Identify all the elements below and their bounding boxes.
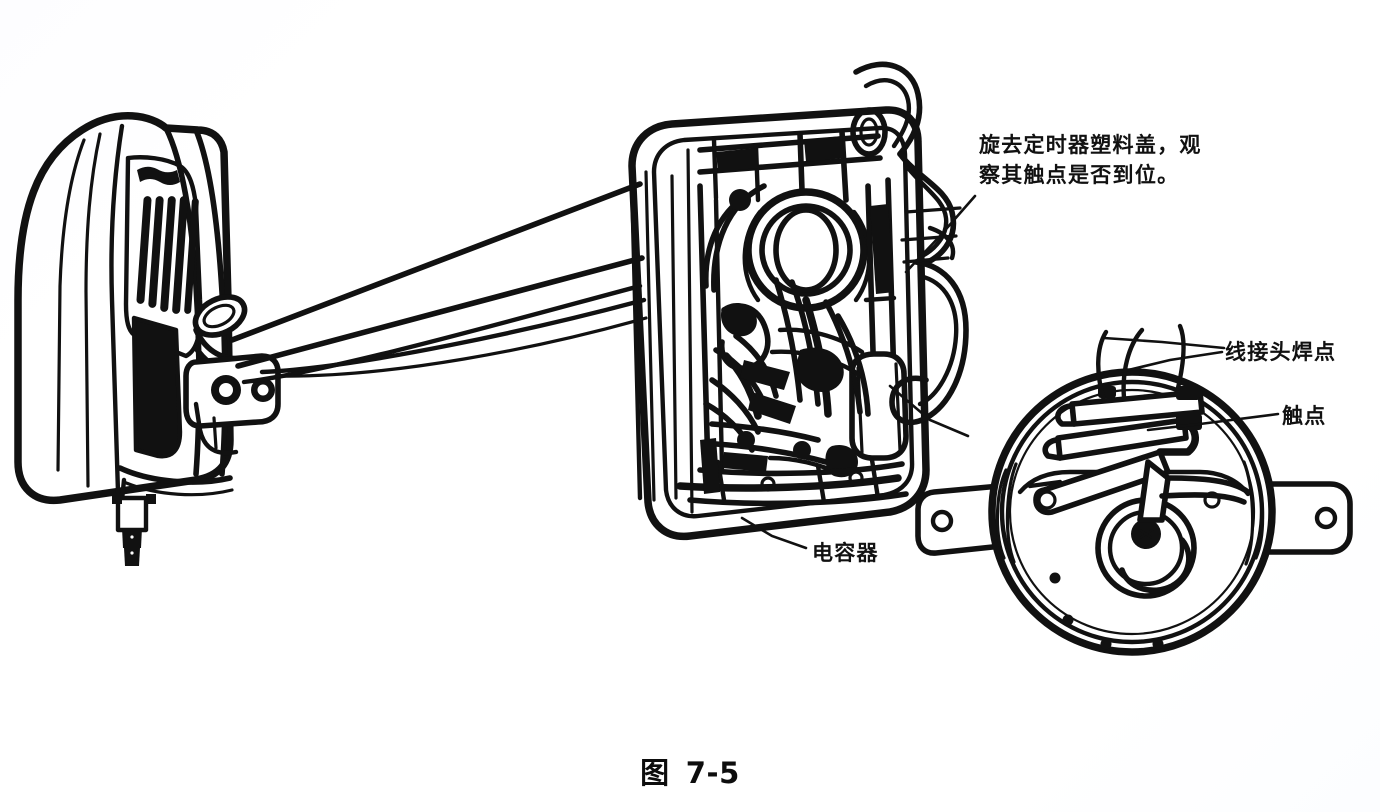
internal-wiring — [703, 277, 871, 478]
solder-joint-label: 线接头焊点 — [1225, 340, 1337, 364]
power-cord-coil — [850, 61, 969, 426]
spindle-shaft — [112, 477, 156, 566]
handle-tube — [229, 181, 648, 385]
leader-timer-cover — [904, 194, 977, 274]
vent-slots — [136, 166, 199, 314]
timer-cover-note: 旋去定时器塑料盖，观 察其触点是否到位。 — [979, 133, 1202, 188]
leader-solder-b — [1102, 336, 1226, 350]
figure-caption: 图 7-5 — [0, 750, 1380, 792]
mounting-ear-left — [915, 483, 1005, 556]
back-panel — [628, 106, 930, 541]
leader-capacitor — [740, 516, 808, 550]
pivot-joint — [183, 294, 281, 456]
motor-housing-group — [14, 112, 234, 505]
timer-disc-group — [915, 323, 1353, 656]
contact-point-label: 触点 — [1282, 404, 1327, 428]
leader-contact — [1146, 412, 1280, 432]
leader-cord-to-panel — [888, 384, 970, 438]
figure-caption-number: 7-5 — [685, 756, 740, 790]
leader-solder-a — [1118, 350, 1224, 374]
leader-lines — [740, 194, 1280, 550]
figure-caption-prefix: 图 — [640, 756, 670, 790]
mounting-ear-right — [1259, 481, 1353, 555]
timer-contact-arm — [1033, 386, 1251, 523]
capacitor-label: 电容器 — [812, 541, 879, 565]
